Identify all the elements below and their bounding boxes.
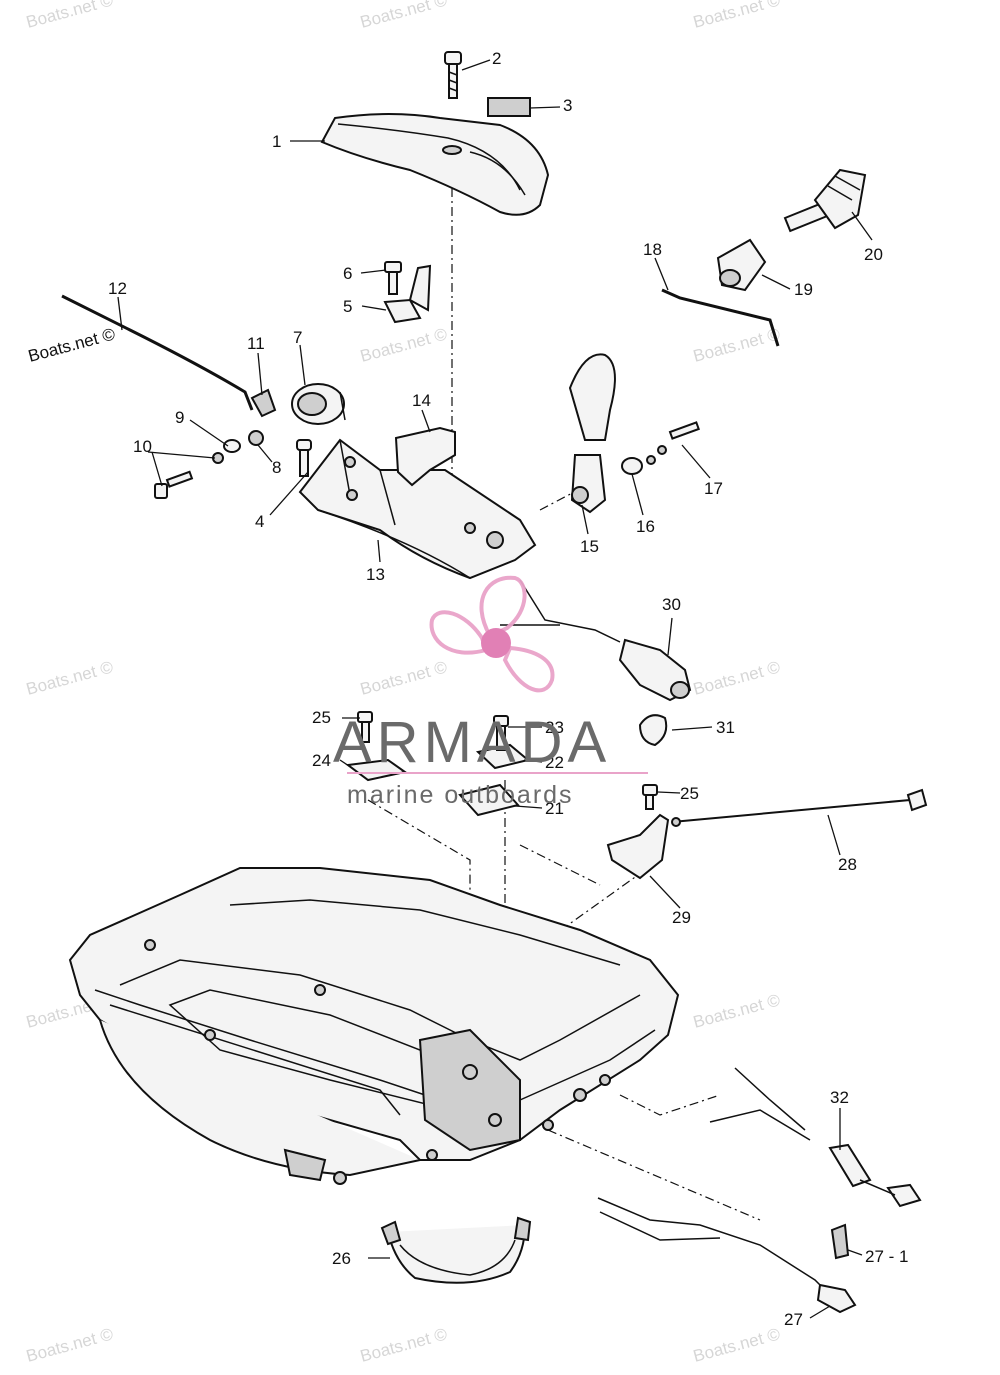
callout-26: 26 <box>332 1249 351 1268</box>
part-6-bolt <box>384 261 402 295</box>
part-18-link-rod <box>661 288 780 347</box>
callout-31: 31 <box>716 718 735 737</box>
part-12-throttle-rod <box>61 294 254 411</box>
watermark: Boats.net © <box>691 1324 782 1366</box>
part-27-switch-assembly <box>597 1197 857 1314</box>
callout-6: 6 <box>343 264 352 283</box>
callout-28: 28 <box>838 855 857 874</box>
callout-10: 10 <box>133 437 152 456</box>
callout-3: 3 <box>563 96 572 115</box>
callout-27: 27 <box>784 1310 803 1329</box>
part-8-nut <box>248 430 264 446</box>
callout-17: 17 <box>704 479 723 498</box>
callout-4: 4 <box>255 512 264 531</box>
guide-line <box>539 869 646 1090</box>
watermark: Boats.net © <box>358 0 449 32</box>
part-26-carry-handle <box>380 1216 532 1284</box>
watermark: Boats.net © <box>691 0 782 32</box>
part-31-clamp <box>638 714 668 747</box>
part-2-screw <box>444 51 462 99</box>
part-15-grip-handle <box>568 353 616 514</box>
part-17-screw <box>657 421 700 455</box>
watermark: Boats.net © <box>691 657 782 699</box>
callout-13: 13 <box>366 565 385 584</box>
part-10-bolt <box>154 470 194 499</box>
part-27-1-clip <box>830 1223 850 1260</box>
watermark: Boats.net © <box>26 324 117 366</box>
callout-9: 9 <box>175 408 184 427</box>
callout-30: 30 <box>662 595 681 614</box>
part-3-label-plate <box>487 97 531 117</box>
watermark: Boats.net © <box>24 657 115 699</box>
callout-5: 5 <box>343 297 352 316</box>
leader-lines <box>117 59 873 1319</box>
watermark: Boats.net © <box>24 0 115 32</box>
callout-21: 21 <box>545 799 564 818</box>
part-23-bolt <box>493 715 509 751</box>
part-29-bracket <box>606 813 670 880</box>
part-20-stop-switch <box>783 168 867 233</box>
part-16-bushing <box>621 455 656 475</box>
callout-32: 32 <box>830 1088 849 1107</box>
part-13-tiller-base <box>298 438 537 580</box>
brand-logo: ARMADA marine outboards <box>333 575 648 809</box>
callout-15: 15 <box>580 537 599 556</box>
watermark: Boats.net © <box>691 990 782 1032</box>
callout-29: 29 <box>672 908 691 927</box>
guide-line <box>539 489 579 511</box>
bottom-cowling <box>68 867 680 1185</box>
propeller-icon <box>429 575 555 693</box>
callout-7: 7 <box>293 328 302 347</box>
guide-line <box>367 799 471 1070</box>
part-19-switch-housing <box>716 238 767 292</box>
part-11-link-clip <box>250 388 277 418</box>
brand-tagline: marine outboards <box>347 781 574 809</box>
watermark: Boats.net © <box>24 1324 115 1366</box>
guide-line <box>619 1094 721 1116</box>
callout-numbers: 1 2 3 4 5 6 7 8 9 10 11 12 13 14 15 16 1… <box>108 49 908 1329</box>
part-14-bracket <box>394 426 456 487</box>
watermark: Boats.net © <box>358 1324 449 1366</box>
part-28-choke-cable <box>671 788 928 827</box>
part-9-washer <box>212 439 241 464</box>
callout-8: 8 <box>272 458 281 477</box>
callout-25-upper: 25 <box>312 708 331 727</box>
callout-19: 19 <box>794 280 813 299</box>
callout-25-lower: 25 <box>680 784 699 803</box>
callout-1: 1 <box>272 132 281 151</box>
part-25-screw-left <box>357 711 373 743</box>
watermark: Boats.net © <box>358 657 449 699</box>
brand-name: ARMADA <box>333 710 611 775</box>
callout-20: 20 <box>864 245 883 264</box>
watermark: Boats.net © <box>691 324 782 366</box>
part-21-plate <box>458 783 520 817</box>
callout-12: 12 <box>108 279 127 298</box>
part-30-choke-knob <box>500 579 692 702</box>
guide-line <box>519 844 601 886</box>
part-4-bolt <box>296 439 312 477</box>
callout-16: 16 <box>636 517 655 536</box>
callout-27-1: 27 - 1 <box>865 1247 908 1266</box>
callout-23: 23 <box>545 718 564 737</box>
part-7-throttle-friction <box>291 383 346 425</box>
callout-14: 14 <box>412 391 431 410</box>
callout-11: 11 <box>247 334 265 353</box>
callout-18: 18 <box>643 240 662 259</box>
guide-line <box>547 1129 761 1221</box>
watermark: Boats.net © <box>358 324 449 366</box>
callout-2: 2 <box>492 49 501 68</box>
part-5-bracket <box>383 264 432 324</box>
callout-22: 22 <box>545 753 564 772</box>
part-32-harness <box>709 1067 922 1208</box>
part-25-screw-right <box>642 784 658 810</box>
callout-24: 24 <box>312 751 331 770</box>
part-1-handle-cover <box>320 113 550 216</box>
